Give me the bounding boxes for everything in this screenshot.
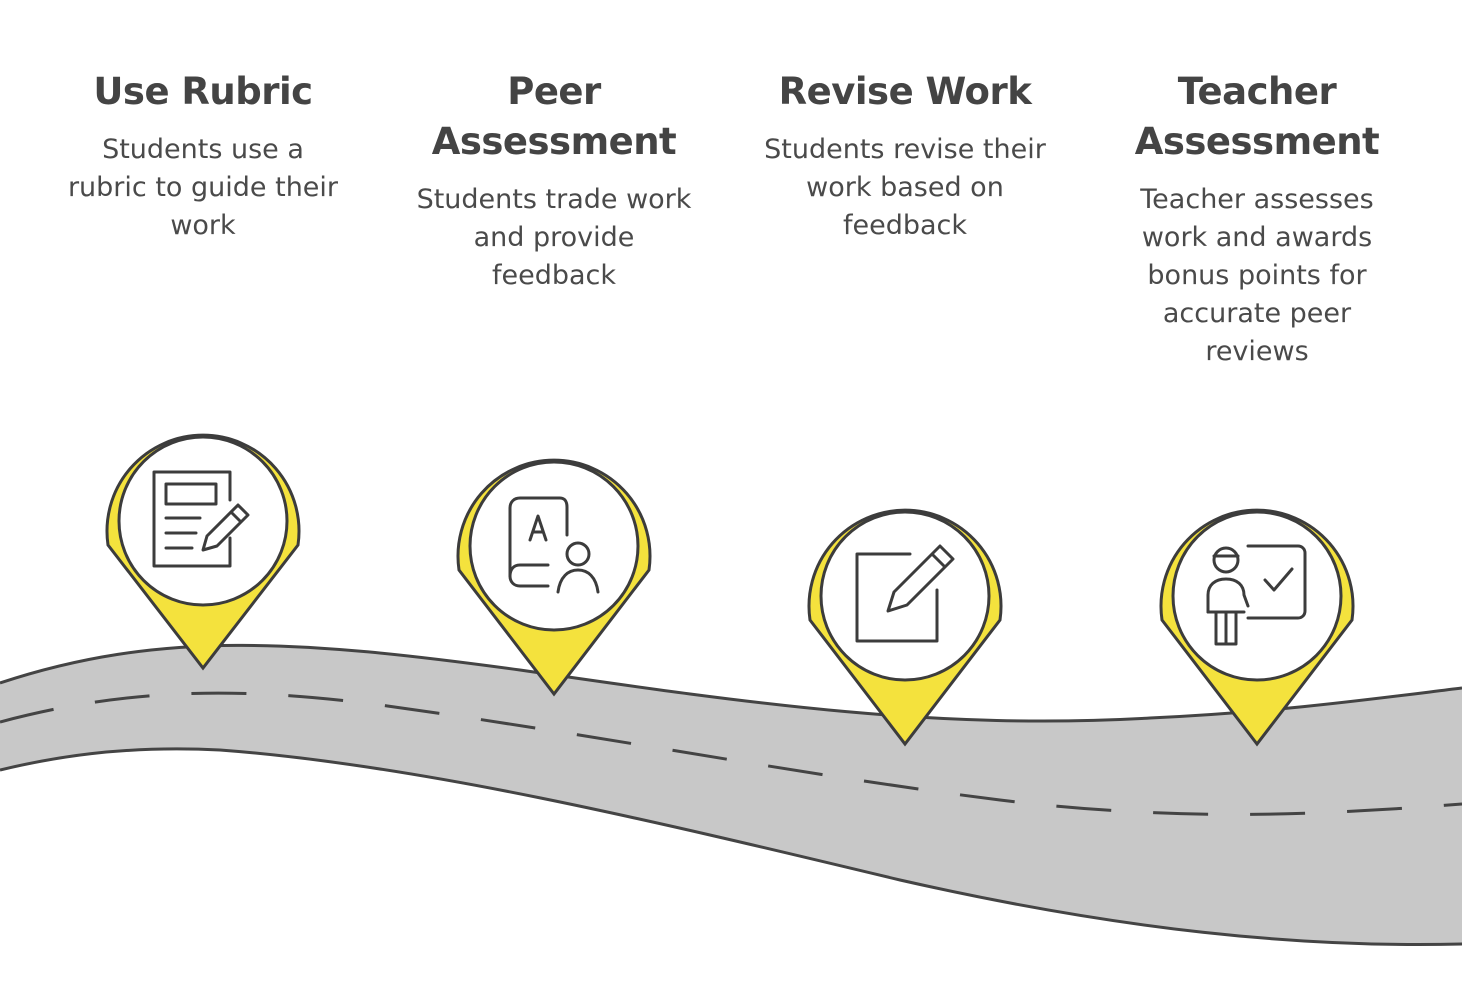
road-bottom-edge <box>0 747 1462 947</box>
pin-marker-3 <box>807 508 1003 747</box>
step-3-title: Revise Work <box>778 70 1032 113</box>
step-2: Peer Assessment Students trade work and … <box>404 67 704 295</box>
step-4-title: Teacher Assessment <box>1134 70 1380 163</box>
step-1-description: Students use a rubric to guide their wor… <box>67 134 339 241</box>
step-3-description: Students revise their work based on feed… <box>764 134 1046 241</box>
road <box>0 645 1462 945</box>
step-4: Teacher Assessment Teacher assesses work… <box>1107 67 1407 371</box>
step-2-description: Students trade work and provide feedback <box>416 184 692 291</box>
road-center-line <box>0 691 1462 816</box>
pin-marker-2 <box>456 458 652 697</box>
pin-marker-1 <box>105 433 301 671</box>
step-4-description: Teacher assesses work and awards bonus p… <box>1140 184 1374 367</box>
document-pencil-icon <box>152 470 250 568</box>
step-3: Revise Work Students revise their work b… <box>755 67 1055 245</box>
step-1-title: Use Rubric <box>93 70 313 113</box>
step-1: Use Rubric Students use a rubric to guid… <box>53 67 353 245</box>
edit-square-icon <box>855 544 955 643</box>
step-2-title: Peer Assessment <box>431 70 677 163</box>
teacher-board-check-icon <box>1206 544 1307 646</box>
document-person-icon <box>508 496 600 594</box>
pin-marker-4 <box>1159 508 1355 747</box>
